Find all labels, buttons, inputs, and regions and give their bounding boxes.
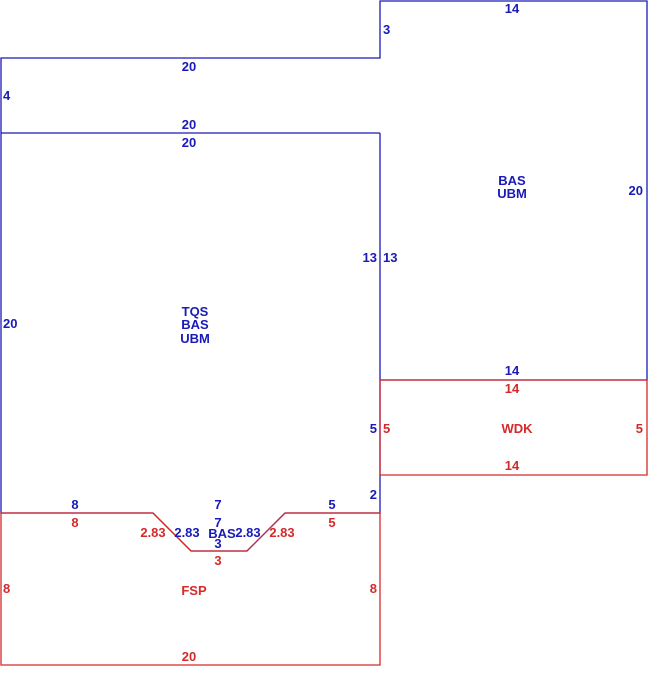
dim-porch-top-left: 8 [71, 515, 78, 530]
dim-connector-bottom: 20 [182, 117, 196, 132]
dim-bay-bottom: 3 [214, 536, 221, 551]
area-label-left-bas: BAS [181, 317, 209, 332]
dim-right-left-inner: 13 [383, 250, 397, 265]
dim-main-top: 20 [182, 135, 196, 150]
dim-right-top: 14 [505, 1, 520, 16]
area-label-left-tqs: TQS [182, 304, 209, 319]
dim-step-left: 3 [383, 22, 390, 37]
dim-deck-right: 5 [636, 421, 643, 436]
dim-bay-right-diag: 2.83 [235, 525, 260, 540]
dim-porch-diag-right: 2.83 [269, 525, 294, 540]
dim-main-bottom-right: 5 [328, 497, 335, 512]
dim-bay-left-diag: 2.83 [174, 525, 199, 540]
area-label-left-ubm: UBM [180, 331, 210, 346]
dim-main-right-lower: 2 [370, 487, 377, 502]
dim-bay-top: 7 [214, 497, 221, 512]
dim-main-bottom-left: 8 [71, 497, 78, 512]
dim-porch-bay-bottom: 3 [214, 553, 221, 568]
dim-connector-left: 4 [3, 88, 11, 103]
dim-right-bottom: 14 [505, 363, 520, 378]
dim-deck-left: 5 [383, 421, 390, 436]
dim-porch-top-right: 5 [328, 515, 335, 530]
dim-bay-top-inner: 7 [214, 515, 221, 530]
dim-connector-top: 20 [182, 59, 196, 74]
area-label-bay-bas: BAS [208, 526, 236, 541]
area-label-right-ubm: UBM [497, 186, 527, 201]
dim-porch-right: 8 [370, 581, 377, 596]
dim-porch-bottom: 20 [182, 649, 196, 664]
dim-main-right-deck: 5 [370, 421, 377, 436]
frame-porch-outline [0, 512, 381, 666]
dim-deck-top: 14 [505, 381, 520, 396]
dim-porch-diag-left: 2.83 [140, 525, 165, 540]
dim-main-right-inner: 13 [363, 250, 377, 265]
area-label-wdk: WDK [501, 421, 533, 436]
dim-deck-bottom: 14 [505, 458, 520, 473]
main-building-outline [0, 0, 648, 552]
wood-deck-outline [379, 379, 648, 476]
area-label-right-bas: BAS [498, 173, 526, 188]
dim-porch-left: 8 [3, 581, 10, 596]
dim-right-side: 20 [629, 183, 643, 198]
dim-main-left: 20 [3, 316, 17, 331]
area-label-fsp: FSP [181, 583, 207, 598]
